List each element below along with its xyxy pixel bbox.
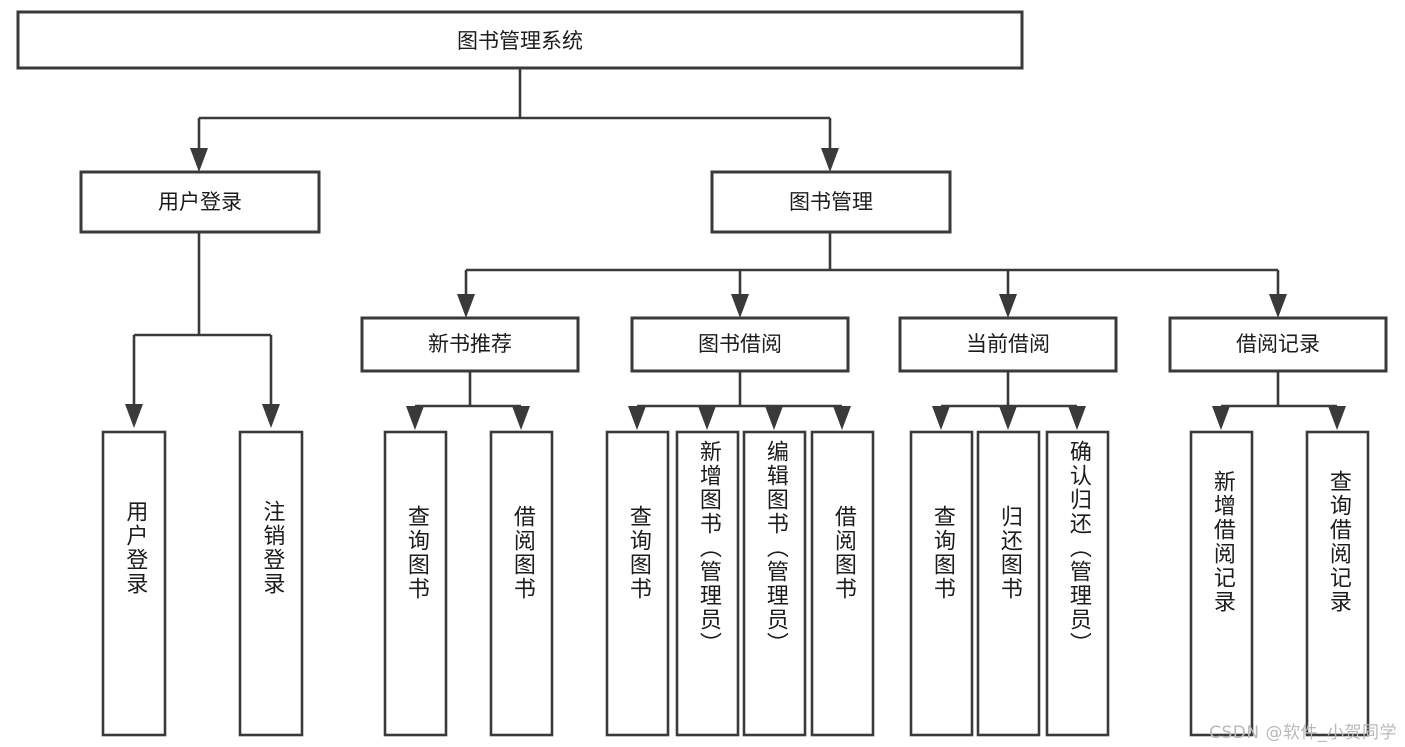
arrowhead-leaf-bookborrow-2	[698, 406, 716, 430]
leaf-box-borrowrecord-1[interactable]	[1189, 430, 1254, 737]
leaf-box-borrowrecord-2[interactable]	[1305, 430, 1370, 737]
leaf-box-currentborrow-1[interactable]	[909, 430, 974, 737]
leaf-box-bookborrow-3[interactable]	[742, 430, 807, 737]
arrowhead-to-user-login	[190, 148, 208, 172]
node-new-book-recommend[interactable]	[360, 316, 580, 373]
leaf-box-currentborrow-3[interactable]	[1045, 430, 1110, 737]
node-new-book-recommend-label: 新书推荐	[428, 332, 512, 356]
arrowhead-leaf-bookborrow-4	[833, 406, 851, 430]
leaf-box-currentborrow-2[interactable]	[976, 430, 1041, 737]
leaf-box-bookborrow-2[interactable]	[675, 430, 740, 737]
arrowhead-leaf-borrowrecord-2	[1328, 406, 1346, 430]
arrowhead-leaf-bookborrow-1	[628, 406, 646, 430]
leaf-box-bookborrow-1[interactable]	[605, 430, 670, 737]
node-user-login-label: 用户登录	[158, 190, 242, 214]
leaf-box-bookborrow-4[interactable]	[810, 430, 875, 737]
connector-group-user-login	[132, 232, 273, 404]
arrowhead-leaf-currentborrow-2	[999, 406, 1017, 430]
leaf-box-user-login-1[interactable]	[101, 430, 167, 737]
watermark-text: CSDN @软件_小贺同学	[1209, 723, 1397, 743]
arrowhead-leaf-user-login-1	[125, 404, 143, 428]
connector-group-borrow-record	[1221, 371, 1337, 408]
arrowhead-leaf-bookborrow-3	[765, 406, 783, 430]
arrowhead-to-borrow-record	[1269, 294, 1287, 318]
arrowhead-leaf-newbook-1	[406, 406, 424, 430]
node-book-borrow[interactable]	[630, 316, 850, 373]
connector-group-current-borrow	[941, 371, 1077, 408]
connector-group-root	[197, 68, 832, 148]
arrowhead-leaf-user-login-2	[262, 404, 280, 428]
node-book-manage-label: 图书管理	[789, 190, 873, 214]
connector-group-book-manage	[464, 232, 1280, 296]
leaf-box-newbook-1[interactable]	[383, 430, 448, 737]
node-root[interactable]	[16, 10, 1024, 70]
node-current-borrow[interactable]	[898, 316, 1118, 373]
arrowhead-leaf-newbook-2	[512, 406, 530, 430]
leaf-box-newbook-2[interactable]	[489, 430, 554, 737]
arrowhead-leaf-currentborrow-1	[932, 406, 950, 430]
node-borrow-record[interactable]	[1168, 316, 1388, 373]
arrowhead-to-book-borrow	[731, 294, 749, 318]
connector-group-book-borrow	[637, 371, 842, 408]
node-user-login[interactable]	[79, 170, 321, 234]
connector-group-new-book	[413, 371, 523, 412]
arrowhead-leaf-borrowrecord-1	[1212, 406, 1230, 430]
node-current-borrow-label: 当前借阅	[966, 332, 1050, 356]
node-book-borrow-label: 图书借阅	[698, 332, 782, 356]
arrowhead-to-book-manage	[821, 148, 839, 172]
arrowhead-to-new-book	[457, 294, 475, 318]
node-book-manage[interactable]	[710, 170, 952, 234]
node-borrow-record-label: 借阅记录	[1236, 332, 1320, 356]
leaf-box-user-login-2[interactable]	[238, 430, 304, 737]
node-root-label: 图书管理系统	[457, 29, 583, 53]
arrowhead-to-current-borrow	[999, 294, 1017, 318]
arrowhead-leaf-currentborrow-3	[1068, 406, 1086, 430]
